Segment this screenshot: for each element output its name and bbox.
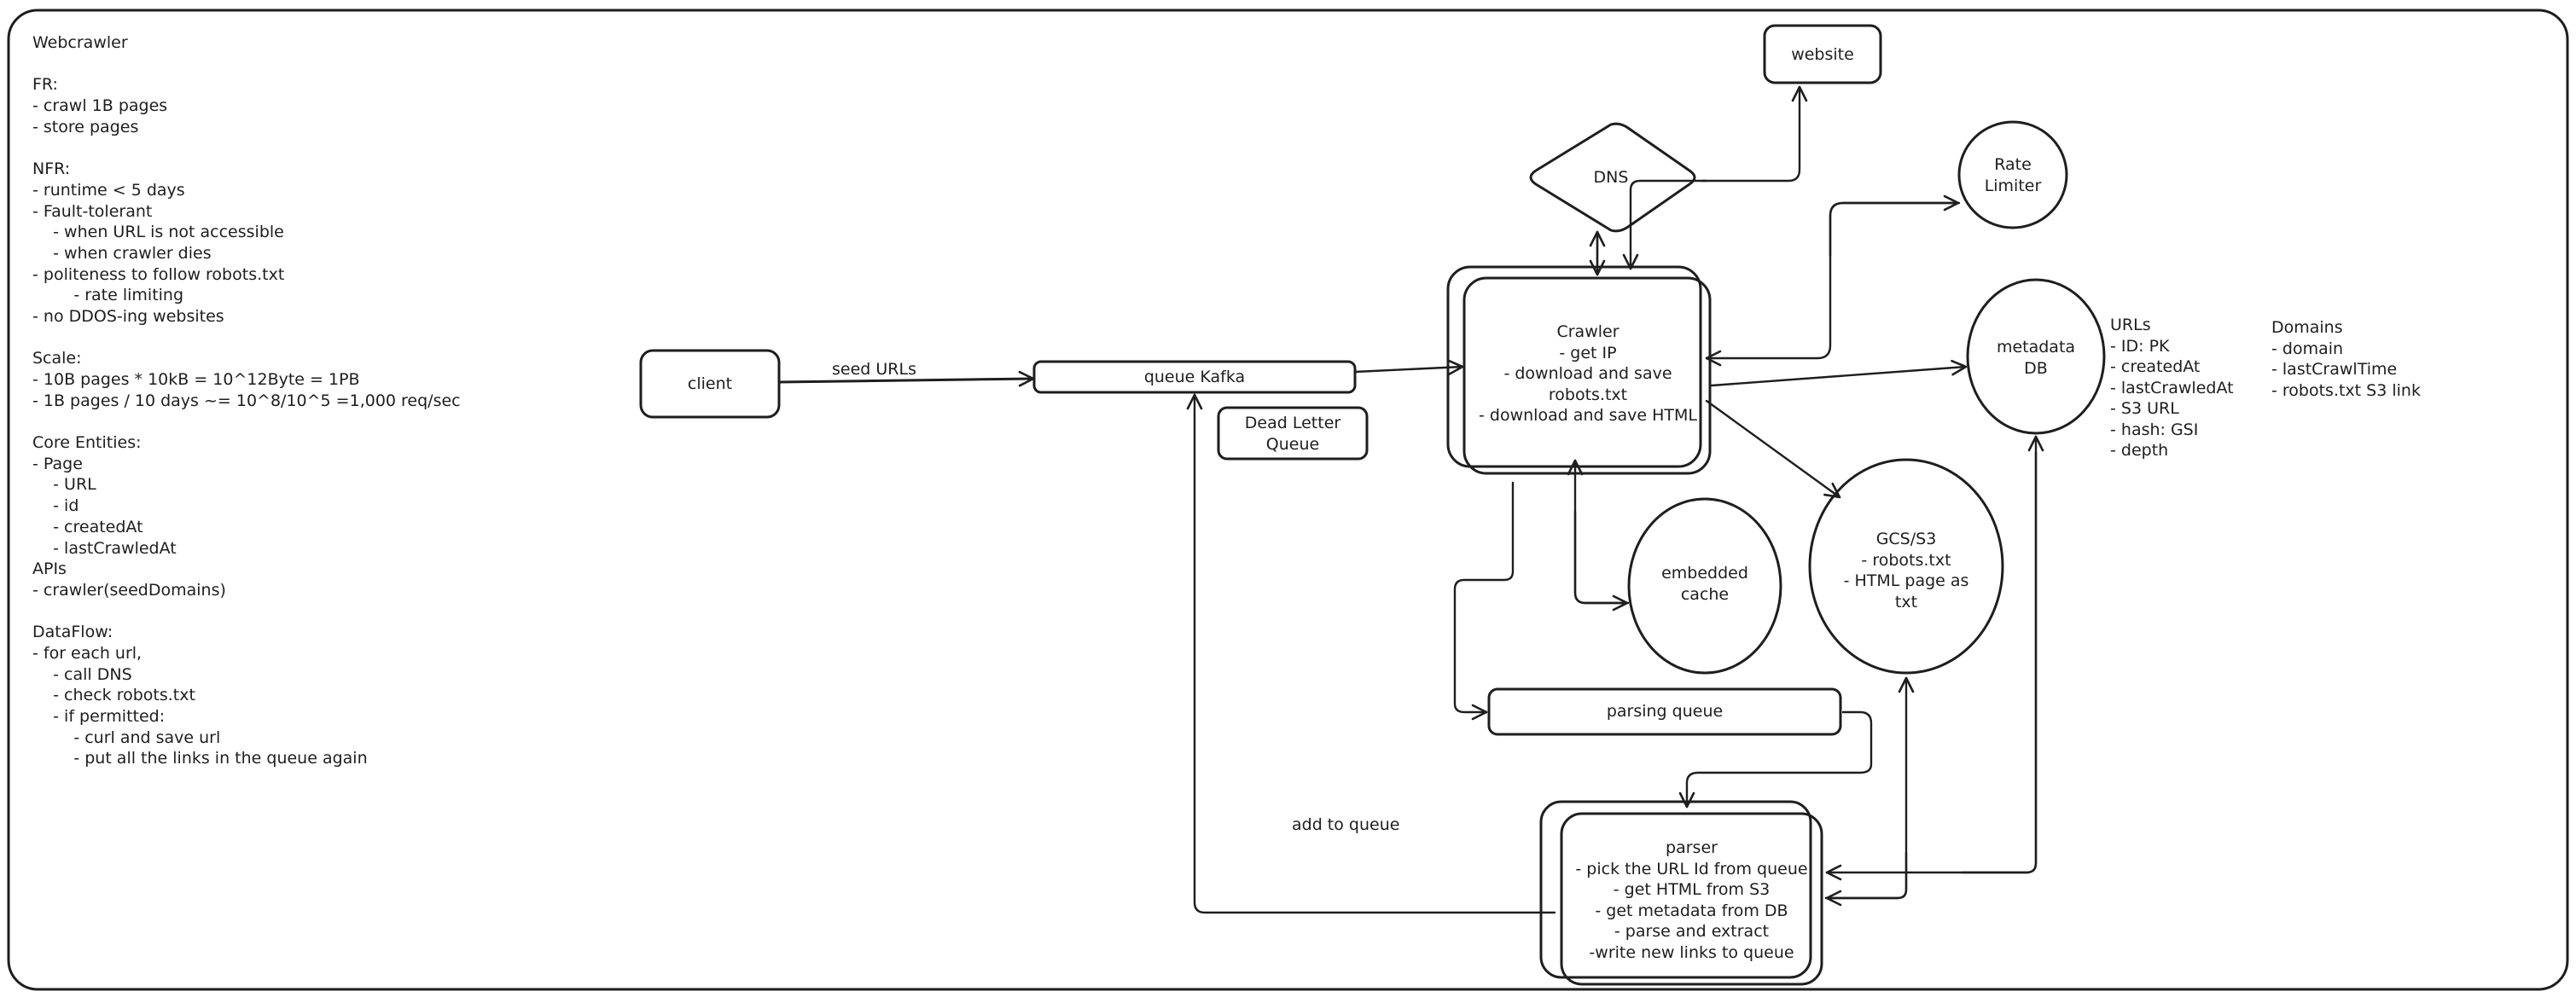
notes-line xyxy=(32,54,461,75)
notes-line xyxy=(32,411,461,432)
notes-line: NFR: xyxy=(32,159,71,179)
seed-urls-label: seed URLs xyxy=(832,360,916,379)
notes-line: - if permitted: xyxy=(32,707,166,726)
crawler-node[interactable] xyxy=(1462,276,1712,475)
add-to-queue-label: add to queue xyxy=(1292,815,1400,834)
edge-crawler-to-cache xyxy=(1573,510,1629,612)
notes-line: Scale: xyxy=(32,349,82,368)
notes-line: - crawler(seedDomains) xyxy=(32,580,226,600)
gcs-s3-node[interactable] xyxy=(1808,458,2004,675)
edge-parsing-queue-to-parser xyxy=(1678,710,1873,809)
notes-line: Webcrawler xyxy=(32,33,128,52)
notes-line xyxy=(32,601,461,623)
notes-line: - rate limiting xyxy=(32,286,184,305)
embedded-cache-label: embedded cache xyxy=(1661,564,1748,604)
edge-crawler-to-rate-limiter xyxy=(1829,194,1960,258)
client-node[interactable] xyxy=(639,349,781,419)
notes-line: - curl and save url xyxy=(32,727,221,747)
notes-line: - 10B pages * 10kB = 10^12Byte = 1PB xyxy=(32,370,360,389)
notes-line xyxy=(32,328,461,349)
edge-gcs-to-parser xyxy=(1825,851,1908,907)
parser-node[interactable] xyxy=(1560,812,1823,986)
edge-parser-to-queue xyxy=(1186,393,1556,914)
edge-crawler-to-website xyxy=(1701,85,1808,183)
parser-label: parser - pick the URL Id from queue - ge… xyxy=(1575,838,1808,962)
notes-line: - for each url, xyxy=(32,643,142,663)
embedded-cache-node[interactable] xyxy=(1627,497,1782,675)
notes-line: - when URL is not accessible xyxy=(32,223,284,242)
rate-limiter-label: Rate Limiter xyxy=(1984,155,2042,195)
notes-line: - put all the links in the queue again xyxy=(32,749,368,768)
edge-parser-to-metadata xyxy=(1961,435,2044,874)
edge-queue-to-crawler xyxy=(1353,359,1464,376)
edge-crawler-to-gcs xyxy=(1705,399,1841,499)
dead-letter-queue-node[interactable] xyxy=(1217,406,1369,461)
gcs-s3-label: GCS/S3 - robots.txt - HTML page as txt xyxy=(1843,530,1969,612)
dns-node[interactable] xyxy=(1529,122,1696,233)
notes-line xyxy=(32,137,461,159)
notes-line: - lastCrawledAt xyxy=(32,538,177,558)
notes-line: - crawl 1B pages xyxy=(32,96,168,116)
edge-cache-crawler xyxy=(1567,459,1630,605)
edge-crawler-to-metadata-db xyxy=(1710,359,1968,387)
parsing-queue-label: parsing queue xyxy=(1606,702,1724,721)
notes-line: - when crawler dies xyxy=(32,243,212,263)
notes-line: - politeness to follow robots.txt xyxy=(32,264,285,284)
notes-line: - no DDOS-ing websites xyxy=(32,306,224,326)
notes-line: - createdAt xyxy=(32,517,143,536)
notes-line: - 1B pages / 10 days ~= 10^8/10^5 =1,000… xyxy=(32,391,461,410)
notes-line: Core Entities: xyxy=(32,433,142,453)
client-label: client xyxy=(687,374,733,393)
notes-line: - runtime < 5 days xyxy=(32,180,185,200)
metadata-db-label: metadata DB xyxy=(1996,338,2076,378)
rate-limiter-node[interactable] xyxy=(1957,120,2068,229)
crawler-label: Crawler - get IP - download and save rob… xyxy=(1479,322,1697,425)
website-node[interactable] xyxy=(1763,24,1882,84)
website-label: website xyxy=(1791,45,1854,64)
edge-dns-to-crawler xyxy=(1622,179,1708,270)
frame xyxy=(7,9,2569,991)
notes-line: - check robots.txt xyxy=(32,686,195,705)
edge-crawler-to-parsing-queue xyxy=(1453,481,1515,721)
notes-line: - store pages xyxy=(32,117,139,136)
notes-line: - Fault-tolerant xyxy=(32,201,153,221)
notes-line: - URL xyxy=(32,475,96,495)
metadata-db-node[interactable] xyxy=(1966,278,2106,435)
notes-line: DataFlow: xyxy=(32,623,113,642)
edge-client-to-queue xyxy=(777,370,1035,387)
notes-line: - call DNS xyxy=(32,664,132,684)
queue-kafka-label: queue Kafka xyxy=(1143,368,1246,386)
notes-line: - id xyxy=(32,496,79,516)
notes-line: APIs xyxy=(32,559,67,579)
parsing-queue-node[interactable] xyxy=(1487,687,1842,736)
dead-letter-queue-label: Dead Letter Queue xyxy=(1244,414,1341,454)
edge-rate-limiter-to-crawler xyxy=(1705,201,1961,367)
domains-schema: Domains - domain - lastCrawlTime - robot… xyxy=(2271,318,2421,400)
urls-schema: URLs - ID: PK - createdAt - lastCrawledA… xyxy=(2110,316,2234,460)
parser-node-outer[interactable] xyxy=(1539,800,1812,979)
notes-line: FR: xyxy=(32,75,58,95)
dns-label: DNS xyxy=(1593,168,1629,187)
notes-line: - Page xyxy=(32,454,83,473)
